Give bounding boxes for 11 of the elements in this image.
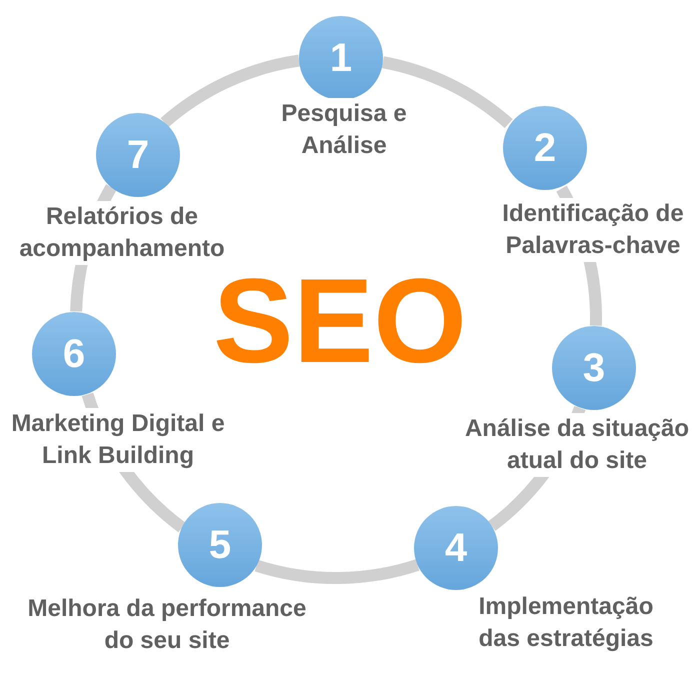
ring-segment [160,54,300,128]
step-number: 4 [444,528,468,568]
ring-segment [255,559,420,584]
center-heading: SEO [213,271,467,371]
step-number: 6 [62,334,86,374]
step-number: 5 [208,525,232,565]
step-number: 2 [534,128,556,168]
step-number: 1 [330,38,352,78]
step-number: 7 [126,135,150,175]
step-number: 3 [582,348,606,388]
ring-segment [381,56,512,128]
